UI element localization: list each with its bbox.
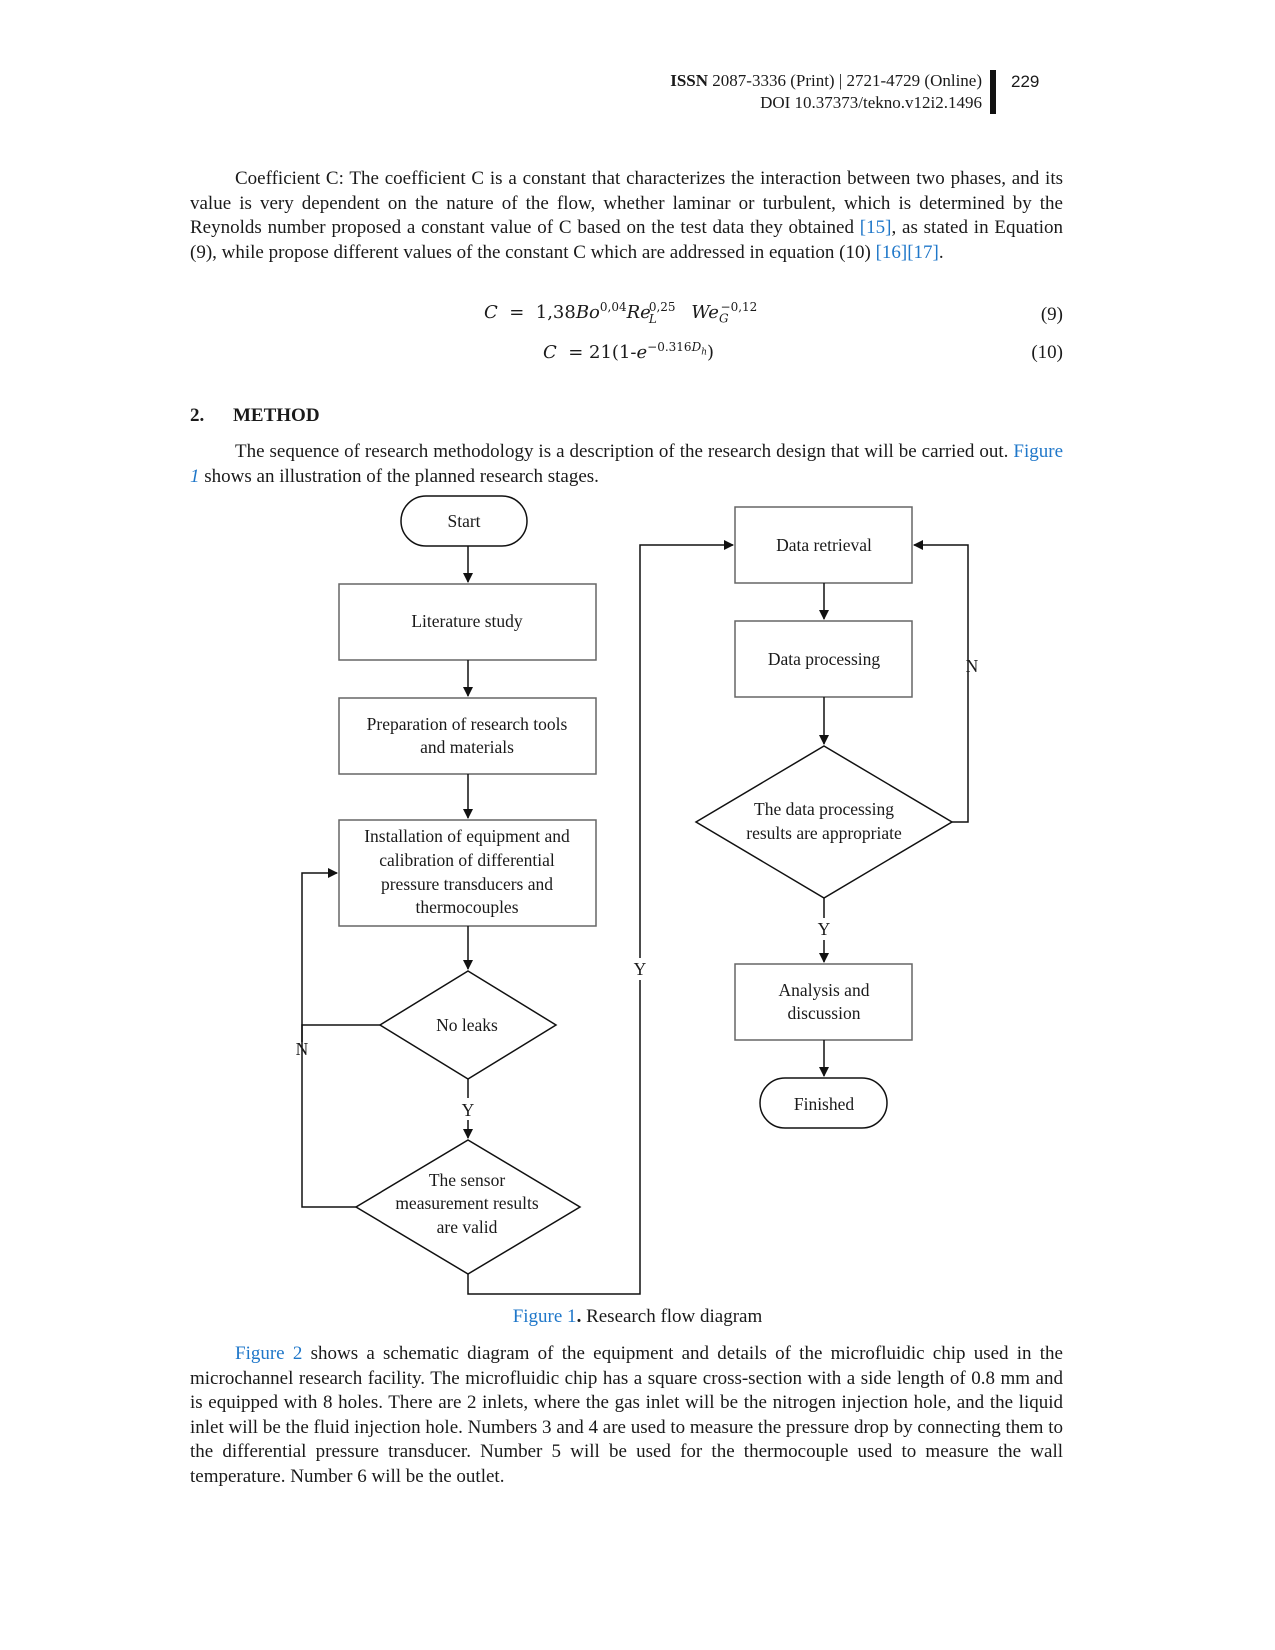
page-number: 229 bbox=[1011, 72, 1040, 91]
method-paragraph: The sequence of research methodology is … bbox=[190, 440, 1063, 489]
equation-9-number: (9) bbox=[1040, 304, 1063, 325]
equation-9: C = 1,38Bo0,04ReL0,25 WeG−0,12 bbox=[484, 300, 758, 326]
figure-caption: Figure 1. Research flow diagram bbox=[0, 1306, 1275, 1328]
issn-values: 2087-3336 (Print) | 2721-4729 (Online) bbox=[712, 71, 982, 90]
sensor-label-line2: measurement results bbox=[395, 1193, 539, 1213]
no-leaks-yes-label: Y bbox=[462, 1100, 475, 1120]
equation-10-number: (10) bbox=[1031, 342, 1063, 363]
analysis-label-line1: Analysis and bbox=[779, 980, 870, 1000]
issn-line: ISSN 2087-3336 (Print) | 2721-4729 (Onli… bbox=[670, 70, 982, 92]
sensor-label-line3: are valid bbox=[437, 1217, 498, 1237]
intro-text-2: , as stated in Equation (9), while propo… bbox=[190, 217, 1063, 263]
figure-1-link[interactable]: Figure 1 bbox=[190, 441, 1063, 487]
figure-2-paragraph: Figure 2 shows a schematic diagram of th… bbox=[190, 1342, 1063, 1490]
data-processing-label: Data processing bbox=[768, 649, 881, 669]
equation-10: C = 21(1-e−0.316Dh) bbox=[543, 340, 715, 363]
install-label-line4: thermocouples bbox=[415, 897, 518, 917]
arrow-noleaks-no bbox=[301, 1024, 380, 1042]
method-text-2: shows an illustration of the planned res… bbox=[204, 465, 599, 487]
no-leaks-label: No leaks bbox=[436, 1015, 498, 1035]
sensor-label-line1: The sensor bbox=[429, 1170, 505, 1190]
figure-2-text: shows a schematic diagram of the equipme… bbox=[190, 1343, 1063, 1487]
section-heading: 2. METHOD bbox=[190, 405, 320, 427]
method-text-1: The sequence of research methodology is … bbox=[235, 441, 1009, 462]
figure-2-link[interactable]: Figure 2 bbox=[235, 1343, 303, 1364]
sensor-yes-label: Y bbox=[634, 959, 647, 979]
installation-box bbox=[338, 819, 597, 927]
section-number: 2. bbox=[190, 405, 205, 426]
data-retrieval-label: Data retrieval bbox=[776, 535, 872, 555]
start-label: Start bbox=[447, 511, 480, 531]
finished-label: Finished bbox=[794, 1094, 855, 1114]
appropriate-no-label: N bbox=[966, 656, 979, 676]
literature-label: Literature study bbox=[411, 611, 523, 631]
figure-link-number: 1 bbox=[190, 465, 200, 487]
appropriate-decision bbox=[694, 745, 954, 899]
citation-16-17[interactable]: [16][17] bbox=[875, 241, 939, 263]
appropriate-label-line1: The data processing bbox=[754, 799, 894, 819]
install-label-line3: pressure transducers and bbox=[381, 874, 553, 894]
figure-link-word: Figure bbox=[1013, 441, 1063, 462]
arrow-no-loop bbox=[301, 868, 338, 1057]
caption-figure-link[interactable]: Figure 1 bbox=[512, 1306, 577, 1327]
issn-label: ISSN bbox=[670, 71, 709, 90]
start-terminal bbox=[400, 495, 528, 547]
intro-text-3: . bbox=[938, 241, 944, 263]
literature-study-box bbox=[338, 583, 597, 661]
intro-paragraph: Coefficient C: The coefficient C is a co… bbox=[190, 167, 1063, 265]
caption-dot: . bbox=[576, 1306, 582, 1327]
data-processing-box bbox=[734, 620, 913, 698]
analysis-box bbox=[734, 963, 913, 1041]
install-label-line2: calibration of differential bbox=[379, 850, 555, 870]
page-header: ISSN 2087-3336 (Print) | 2721-4729 (Onli… bbox=[670, 70, 996, 114]
arrow-decision-no-loop bbox=[913, 540, 969, 823]
prep-label-line1: Preparation of research tools bbox=[367, 714, 568, 734]
intro-text-1: Coefficient C: The coefficient C is a co… bbox=[190, 168, 1063, 239]
prep-label-line2: and materials bbox=[420, 737, 514, 757]
no-branch-label: N bbox=[296, 1039, 309, 1059]
appropriate-label-line2: results are appropriate bbox=[746, 823, 902, 843]
citation-15[interactable]: [15] bbox=[859, 217, 892, 239]
caption-text: Research flow diagram bbox=[581, 1306, 763, 1327]
finished-terminal bbox=[759, 1077, 888, 1129]
section-title: METHOD bbox=[233, 405, 320, 426]
appropriate-yes-label: Y bbox=[818, 919, 831, 939]
arrow-sensor-yes bbox=[467, 980, 641, 1295]
arrow-sensor-no bbox=[301, 1057, 356, 1208]
arrow-to-data-retrieval bbox=[639, 540, 734, 958]
install-label-line1: Installation of equipment and bbox=[364, 826, 570, 846]
analysis-label-line2: discussion bbox=[788, 1003, 861, 1023]
preparation-box bbox=[338, 697, 597, 775]
doi-line: DOI 10.37373/tekno.v12i2.1496 bbox=[760, 93, 982, 112]
